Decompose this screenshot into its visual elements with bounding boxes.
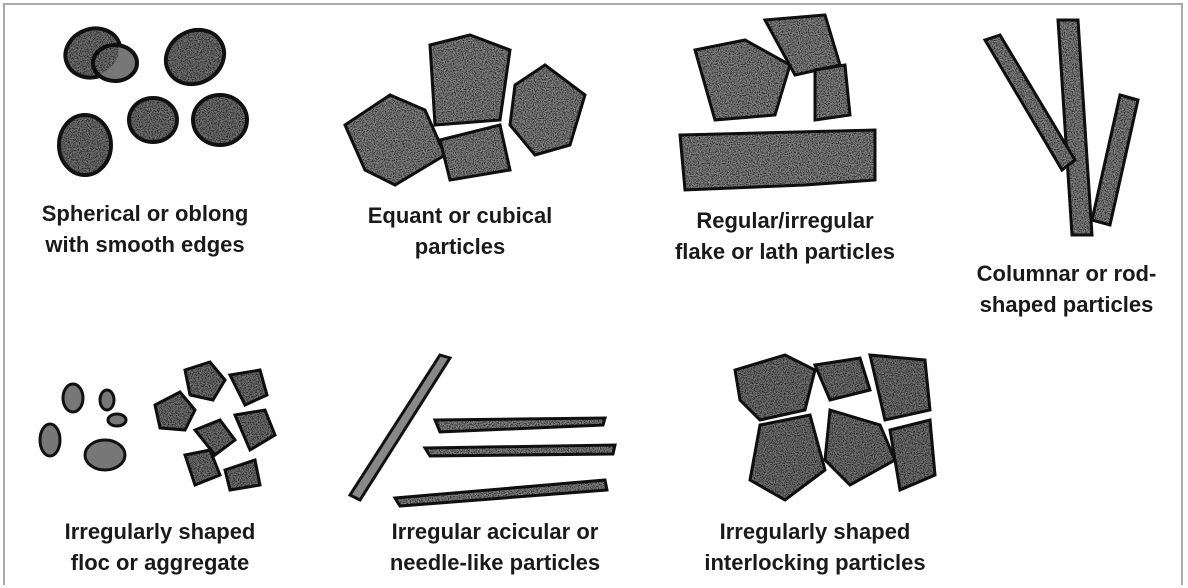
panel-acicular: Irregular acicular or needle-like partic… xyxy=(330,340,660,588)
caption-equant: Equant or cubical particles xyxy=(310,200,610,262)
caption-spherical: Spherical or oblong with smooth edges xyxy=(0,198,290,260)
panel-flake: Regular/irregular flake or lath particle… xyxy=(630,0,940,290)
caption-line: Irregularly shaped xyxy=(665,516,965,547)
caption-line: Spherical or oblong xyxy=(0,198,290,229)
needle-particles-illustration xyxy=(345,350,645,510)
caption-line: Irregular acicular or xyxy=(330,516,660,547)
caption-line: Regular/irregular xyxy=(630,205,940,236)
caption-line: needle-like particles xyxy=(330,547,660,578)
caption-line: particles xyxy=(310,231,610,262)
caption-line: with smooth edges xyxy=(0,229,290,260)
caption-line: interlocking particles xyxy=(665,547,965,578)
caption-line: Equant or cubical xyxy=(310,200,610,231)
caption-columnar: Columnar or rod- shaped particles xyxy=(945,258,1188,320)
caption-interlocking: Irregularly shaped interlocking particle… xyxy=(665,516,965,578)
panel-interlocking: Irregularly shaped interlocking particle… xyxy=(665,340,995,588)
cubical-particles-illustration xyxy=(340,25,610,190)
caption-flake: Regular/irregular flake or lath particle… xyxy=(630,205,940,267)
caption-line: Irregularly shaped xyxy=(0,516,320,547)
panel-columnar: Columnar or rod- shaped particles xyxy=(945,0,1188,340)
spherical-particles-illustration xyxy=(55,15,255,185)
caption-line: flake or lath particles xyxy=(630,236,940,267)
aggregate-particles-illustration xyxy=(35,360,305,520)
caption-line: floc or aggregate xyxy=(0,547,320,578)
panel-spherical: Spherical or oblong with smooth edges xyxy=(0,0,290,290)
caption-line: Columnar or rod- xyxy=(945,258,1188,289)
panel-floc: Irregularly shaped floc or aggregate xyxy=(0,340,320,588)
caption-floc: Irregularly shaped floc or aggregate xyxy=(0,516,320,578)
flake-particles-illustration xyxy=(675,10,905,190)
rod-particles-illustration xyxy=(980,15,1180,245)
caption-acicular: Irregular acicular or needle-like partic… xyxy=(330,516,660,578)
interlocking-particles-illustration xyxy=(730,350,990,510)
panel-equant: Equant or cubical particles xyxy=(310,0,610,290)
caption-line: shaped particles xyxy=(945,289,1188,320)
